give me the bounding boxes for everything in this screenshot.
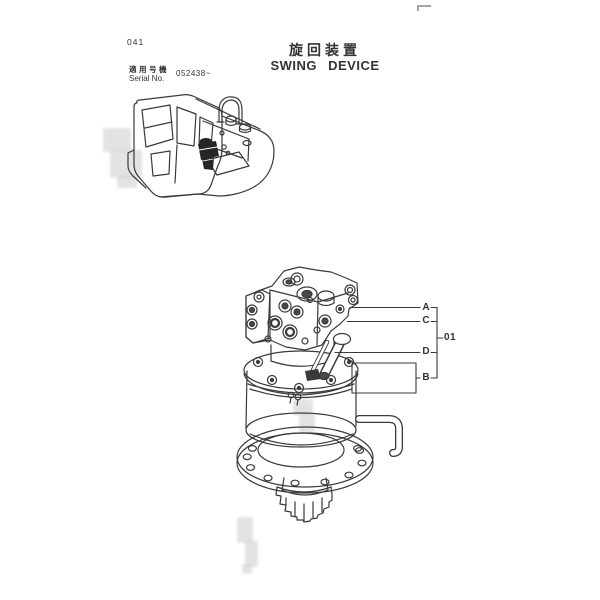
motor-case	[243, 341, 359, 406]
callout-group-01: 01	[444, 332, 457, 343]
watermark-smudge	[245, 541, 258, 567]
pinion-gear	[275, 477, 333, 523]
serial-number-value: 052438~	[176, 69, 211, 78]
serial-label-japanese: 適用号機	[129, 65, 169, 74]
callout-d: D	[422, 346, 430, 357]
callout-c: C	[422, 315, 430, 326]
drain-pipe	[355, 415, 403, 457]
valve-block	[245, 266, 359, 351]
gear-case	[245, 370, 357, 448]
flange-bolt-holes	[242, 445, 367, 487]
scan-artifact-mark	[417, 5, 431, 11]
watermark-smudge	[299, 413, 315, 433]
windshield	[141, 104, 174, 148]
page-title-english: SWING DEVICE	[270, 58, 380, 73]
callout-leader-lines	[334, 306, 444, 394]
rim-bolts	[252, 356, 355, 394]
serial-label-english: Serial No.	[129, 74, 165, 83]
location-figure-excavator	[127, 94, 275, 198]
door-window	[176, 106, 197, 147]
page-number: 041	[127, 37, 145, 47]
page-title-japanese: 旋回装置	[289, 42, 361, 58]
watermark-smudge	[242, 564, 252, 574]
watermark-smudge	[237, 517, 253, 543]
callout-b: B	[422, 372, 430, 383]
callout-a: A	[422, 302, 430, 313]
watermark-smudge	[117, 176, 137, 188]
mounting-flange	[236, 426, 374, 494]
watermark-smudge	[103, 128, 131, 152]
level-gauge-rod	[305, 339, 330, 381]
swing-device-location-marker	[198, 138, 219, 170]
main-figure-swing-device	[236, 266, 444, 523]
